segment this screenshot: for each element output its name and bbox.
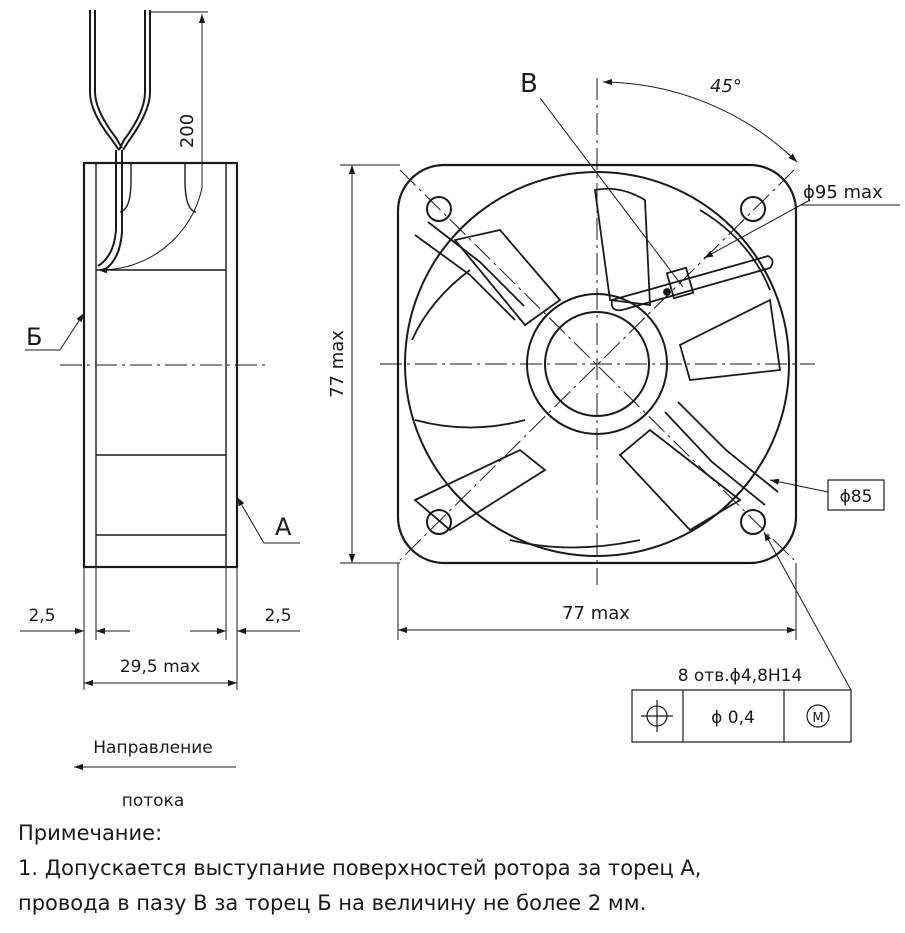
- tolerance-value: ϕ 0,4: [711, 708, 755, 728]
- dim-right-rim: 2,5: [264, 606, 291, 626]
- notes-line1: 1. Допускается выступание поверхностей р…: [18, 856, 702, 880]
- label-a: А: [275, 513, 292, 541]
- notes-line2: провода в пазу В за торец Б на величину …: [18, 891, 647, 915]
- lead-wires: [89, 10, 151, 271]
- flow-label-line2: потока: [122, 791, 185, 811]
- holes-note: 8 отв.ϕ4,8H14: [678, 666, 803, 686]
- mounting-hole: [740, 196, 766, 222]
- front-view-text: В 45° ϕ95 max 77 max 77 max ϕ85 8 отв.ϕ4…: [327, 69, 883, 728]
- dim-depth: 29,5 max: [120, 657, 200, 677]
- flow-label-line1: Направление: [93, 738, 213, 758]
- dim-height: 77 max: [327, 330, 348, 398]
- impeller-blades: [411, 187, 782, 549]
- label-v: В: [520, 69, 538, 99]
- dim-outer-diameter: ϕ95 max: [803, 182, 883, 203]
- notes-heading: Примечание:: [18, 821, 163, 845]
- venturi-ring: [404, 171, 790, 557]
- mounting-hole: [426, 509, 452, 535]
- label-b: Б: [26, 323, 42, 351]
- position-tolerance-icon: [641, 700, 673, 732]
- dim-wire-length: 200: [177, 114, 198, 148]
- mmc-modifier-icon: [806, 704, 830, 728]
- hub-inner: [544, 311, 650, 417]
- side-view-text: 200 Б А 2,5 2,5 29,5 max Направление пот…: [26, 114, 292, 811]
- bolt-circle-box: [827, 479, 885, 511]
- tolerance-frame: [631, 689, 852, 743]
- dim-bolt-circle: ϕ85: [840, 487, 873, 507]
- mounting-hole: [426, 196, 452, 222]
- side-view: [20, 10, 300, 771]
- tolerance-modifier-letter: M: [812, 711, 823, 726]
- wire-channel: [610, 255, 774, 312]
- angle-label: 45°: [710, 76, 742, 97]
- mounting-hole: [740, 509, 766, 535]
- dim-left-rim: 2,5: [28, 606, 55, 626]
- dim-width: 77 max: [562, 603, 630, 624]
- front-view: [340, 78, 900, 743]
- frame-struts: [414, 221, 779, 506]
- mounting-holes: [426, 196, 766, 535]
